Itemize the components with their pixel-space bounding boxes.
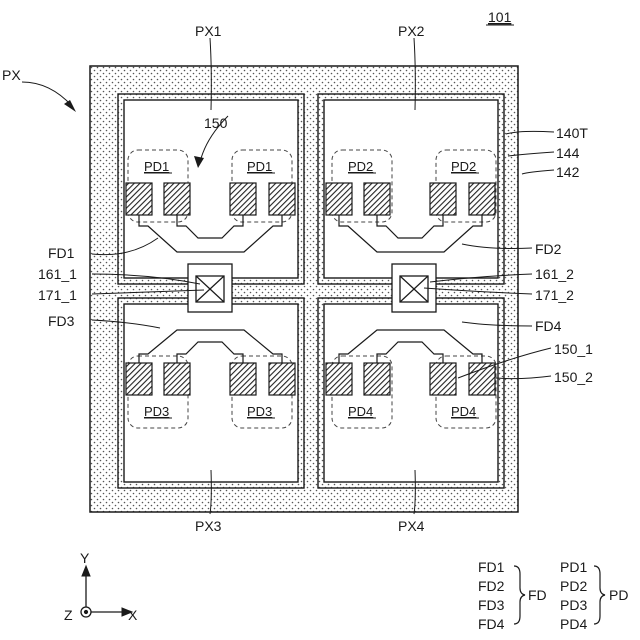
label-fd1: FD1	[48, 245, 75, 261]
legend-fd-item: FD4	[478, 616, 505, 632]
pd-label: PD1	[247, 159, 272, 174]
transfer-gate	[364, 183, 390, 215]
transfer-gate	[430, 183, 456, 215]
transfer-gate	[364, 363, 390, 395]
transfer-gate	[430, 363, 456, 395]
label-140t: 140T	[556, 125, 588, 141]
label-171-2: 171_2	[535, 287, 574, 303]
legend-fd-item: FD3	[478, 597, 505, 613]
transfer-gate	[469, 183, 495, 215]
transfer-gate	[230, 363, 256, 395]
label-fd3: FD3	[48, 313, 75, 329]
legend-pd-item: PD1	[560, 559, 587, 575]
transfer-gate	[164, 183, 190, 215]
axis-label-x: X	[128, 607, 138, 623]
label-150-1: 150_1	[554, 341, 593, 357]
legend-pd-item: PD3	[560, 597, 587, 613]
axis-label-y: Y	[80, 550, 90, 566]
legend-pd-group: PD	[609, 587, 628, 603]
label-fd2: FD2	[535, 241, 562, 257]
pd-label: PD3	[144, 404, 169, 419]
transfer-gate	[326, 363, 352, 395]
label-fd4: FD4	[535, 318, 562, 334]
transfer-gate	[269, 183, 295, 215]
figure-number: 101	[488, 9, 512, 25]
legend-pd-item: PD2	[560, 578, 587, 594]
label-150: 150	[204, 115, 228, 131]
px-arrowhead	[64, 100, 76, 112]
transfer-gate	[269, 363, 295, 395]
transfer-gate	[126, 363, 152, 395]
transfer-gate	[126, 183, 152, 215]
axis-label-z: Z	[64, 607, 73, 623]
label-171-1: 171_1	[38, 287, 77, 303]
label-px2: PX2	[398, 23, 425, 39]
label-px4: PX4	[398, 518, 425, 534]
pd-label: PD3	[247, 404, 272, 419]
transfer-gate	[469, 363, 495, 395]
pd-label: PD4	[348, 404, 373, 419]
pd-label: PD4	[451, 404, 476, 419]
label-142: 142	[556, 164, 580, 180]
pd-label: PD1	[144, 159, 169, 174]
label-150-2: 150_2	[554, 369, 593, 385]
pd-label: PD2	[348, 159, 373, 174]
legend-pd-item: PD4	[560, 616, 587, 632]
label-144: 144	[556, 145, 580, 161]
transfer-gate	[164, 363, 190, 395]
axis-indicator	[81, 566, 132, 617]
legend-fd-group: FD	[528, 587, 547, 603]
label-px1: PX1	[195, 23, 222, 39]
transfer-gate	[326, 183, 352, 215]
legend-fd-item: FD1	[478, 559, 505, 575]
label-161-1: 161_1	[38, 266, 77, 282]
legend-fd-item: FD2	[478, 578, 505, 594]
pd-label: PD2	[451, 159, 476, 174]
transfer-gate	[230, 183, 256, 215]
label-161-2: 161_2	[535, 266, 574, 282]
label-px3: PX3	[195, 518, 222, 534]
contact-161-1	[188, 264, 232, 312]
label-px: PX	[2, 67, 21, 83]
